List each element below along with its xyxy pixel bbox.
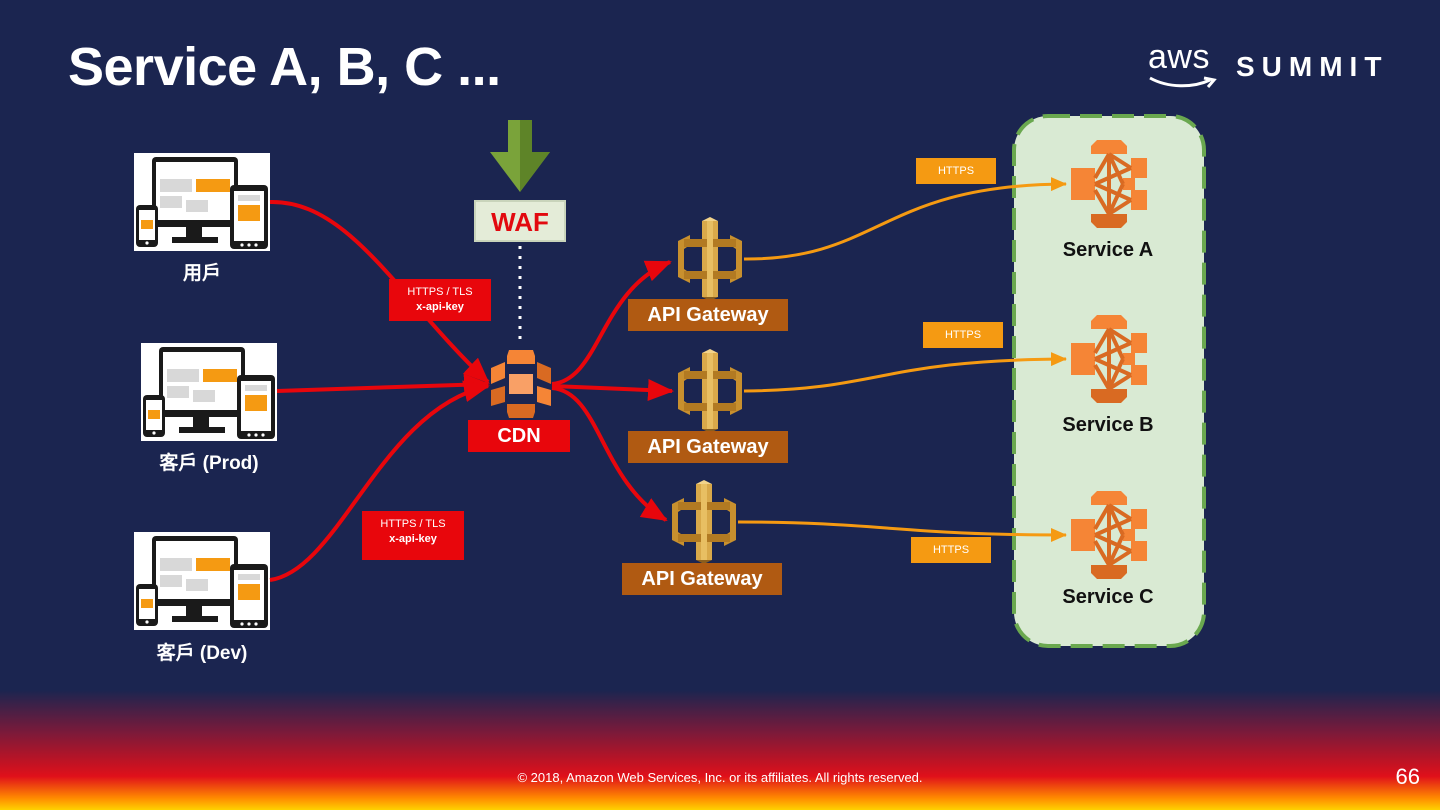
service-b-label: Service B	[1062, 414, 1154, 436]
flow-prod-to-cdn	[276, 373, 490, 396]
page-title: Service A, B, C ...	[68, 37, 501, 97]
prod-client-device-icon	[141, 343, 277, 441]
flow-user-to-cdn	[269, 199, 490, 384]
flow-gateway-2-to-service-b	[743, 352, 1067, 393]
tls-tag-2: HTTPS / TLS x-api-key	[362, 511, 464, 560]
https-tag-a: HTTPS	[916, 158, 996, 184]
https-tag-c: HTTPS	[911, 537, 991, 563]
api-gateway-icon-2	[678, 349, 742, 433]
aws-smile-icon	[1149, 76, 1217, 88]
aws-summit-logo: aws SUMMIT	[1148, 38, 1398, 90]
flow-cdn-to-gateway-1	[551, 260, 672, 386]
dev-client-label: 客戶 (Dev)	[156, 643, 248, 664]
api-gateway-icon-1	[678, 217, 742, 301]
prod-client-label: 客戶 (Prod)	[159, 453, 259, 474]
copyright-footer: © 2018, Amazon Web Services, Inc. or its…	[517, 770, 923, 785]
service-a-label: Service A	[1062, 239, 1154, 261]
https-tag-b: HTTPS	[923, 322, 1003, 348]
logo-summit-text: SUMMIT	[1236, 51, 1389, 82]
flow-gateway-1-to-service-a	[743, 177, 1067, 261]
flow-cdn-to-gateway-3	[551, 386, 668, 522]
user-label: 用戶	[182, 263, 221, 284]
api-gateway-label-2: API Gateway	[628, 431, 788, 463]
flow-dev-to-cdn	[269, 380, 490, 582]
cdn-icon	[491, 350, 551, 418]
tls-tag-1-key: x-api-key	[416, 301, 464, 313]
tls-tag-1-protocol: HTTPS / TLS	[407, 286, 473, 298]
dev-client-device-icon	[134, 532, 270, 630]
footer-gradient	[0, 690, 1440, 810]
api-gateway-label-3: API Gateway	[622, 563, 782, 595]
flow-cdn-to-gateway-2	[551, 379, 674, 401]
cdn-label: CDN	[468, 420, 570, 452]
logo-aws-text: aws	[1148, 38, 1210, 76]
page-number: 66	[1395, 764, 1420, 789]
service-c-label: Service C	[1062, 586, 1154, 608]
tls-tag-1: HTTPS / TLS x-api-key	[389, 279, 491, 321]
flow-gateway-3-to-service-c	[737, 520, 1067, 542]
api-gateway-icon-3	[672, 480, 736, 564]
waf-label: WAF	[474, 200, 566, 242]
tls-tag-2-key: x-api-key	[389, 533, 437, 545]
tls-tag-2-protocol: HTTPS / TLS	[380, 518, 446, 530]
user-device-icon	[134, 153, 270, 251]
waf-shield-icon	[490, 120, 550, 192]
api-gateway-label-1: API Gateway	[628, 299, 788, 331]
